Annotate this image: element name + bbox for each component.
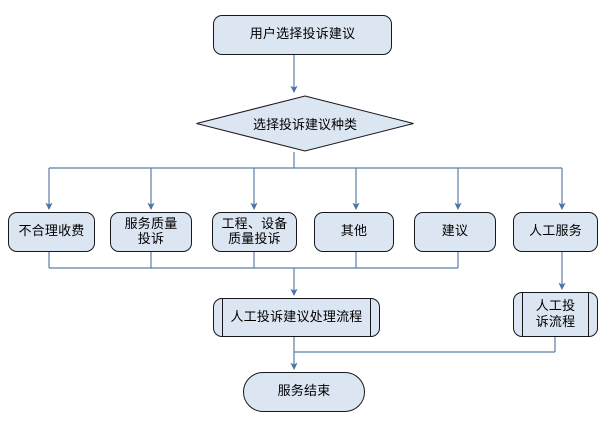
node-manual-complaint-process[interactable]: 人工投 诉流程 xyxy=(513,292,598,337)
predef-bar-left xyxy=(222,298,223,337)
node-decision[interactable]: 选择投诉建议种类 xyxy=(195,95,415,152)
node-option-manual-service[interactable]: 人工服务 xyxy=(513,212,598,252)
node-option-6-label: 人工服务 xyxy=(529,224,582,240)
node-end-label: 服务结束 xyxy=(277,384,331,400)
diamond-shape xyxy=(196,95,414,152)
node-start-label: 用户选择投诉建议 xyxy=(249,27,356,43)
node-start[interactable]: 用户选择投诉建议 xyxy=(213,15,392,55)
node-option-5-label: 建议 xyxy=(441,224,469,240)
node-end[interactable]: 服务结束 xyxy=(243,372,365,412)
node-option-4-label: 其他 xyxy=(340,224,368,240)
predef-bar-left xyxy=(522,292,523,337)
node-option-3-label: 工程、设备 质量投诉 xyxy=(221,216,288,247)
node-decision-label: 选择投诉建议种类 xyxy=(252,118,357,133)
node-option-engineering-equipment-quality[interactable]: 工程、设备 质量投诉 xyxy=(212,212,297,252)
node-option-unreasonable-charge[interactable]: 不合理收费 xyxy=(8,212,95,252)
node-option-suggestion[interactable]: 建议 xyxy=(414,212,496,252)
predef-bar-right xyxy=(588,292,589,337)
node-manual-suggestion-process-label: 人工投诉建议处理流程 xyxy=(230,309,363,325)
node-option-2-label: 服务质量 投诉 xyxy=(124,216,178,247)
node-manual-suggestion-process[interactable]: 人工投诉建议处理流程 xyxy=(213,298,380,337)
node-option-other[interactable]: 其他 xyxy=(314,212,394,252)
node-manual-complaint-process-label: 人工投 诉流程 xyxy=(535,299,576,330)
node-option-service-quality[interactable]: 服务质量 投诉 xyxy=(110,212,192,252)
predef-bar-right xyxy=(370,298,371,337)
node-option-1-label: 不合理收费 xyxy=(18,224,85,240)
